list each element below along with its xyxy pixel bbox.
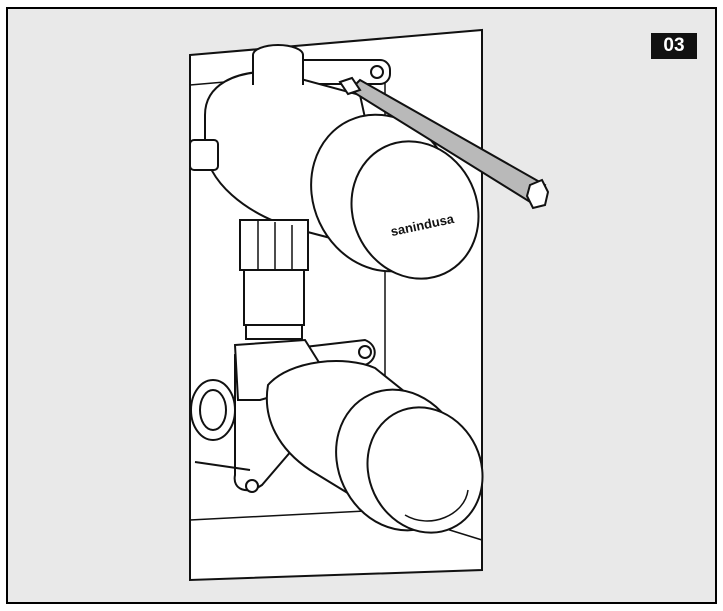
upper-cap-face [350,140,480,280]
connecting-pipe [243,269,305,326]
cap-highlight [404,489,469,522]
screwdriver-hex-end [525,178,550,210]
step-number-badge: 03 [651,33,697,59]
coupling-nut [239,219,309,271]
niche-edge [189,509,386,521]
bracket-hole [370,65,384,79]
lower-cap-face [366,406,484,534]
support-rod [194,461,251,471]
side-inlet-bore [199,389,227,431]
top-inlet-neck [253,55,303,85]
side-clip [189,139,219,171]
plate-hole [358,345,372,359]
pipe-collar [245,324,303,340]
plate-hole [245,479,259,493]
screwdriver-tip [338,76,362,96]
